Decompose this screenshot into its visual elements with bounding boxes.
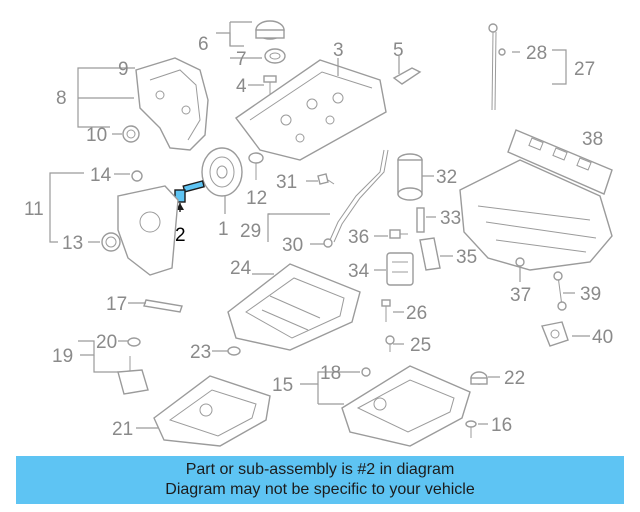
callout-26: 26 <box>406 303 427 324</box>
callout-38: 38 <box>582 129 603 150</box>
bolt-16-part <box>465 420 477 438</box>
callout-5: 5 <box>393 40 404 61</box>
callout-32: 32 <box>436 167 457 188</box>
callout-13: 13 <box>62 233 83 254</box>
callout-20: 20 <box>96 332 117 353</box>
callout-35: 35 <box>456 247 477 268</box>
callout-30: 30 <box>282 235 303 256</box>
washer-23-part <box>227 346 241 356</box>
callout-9: 9 <box>118 59 129 80</box>
callout-10: 10 <box>86 125 107 146</box>
leader-lines <box>49 21 590 429</box>
oil-pan-lower-part <box>153 375 271 447</box>
callout-33: 33 <box>440 208 461 229</box>
callout-labels: 1 2 3 4 5 6 7 8 9 10 11 12 13 14 15 16 1… <box>24 34 613 440</box>
callout-11: 11 <box>24 199 44 220</box>
callout-6: 6 <box>198 34 209 55</box>
timing-cover-upper-part <box>135 57 209 151</box>
sensor-39-part <box>553 271 567 311</box>
banner-line-1: Part or sub-assembly is #2 in diagram <box>185 461 455 478</box>
callout-37: 37 <box>510 285 531 306</box>
callout-14: 14 <box>90 165 112 186</box>
callout-31: 31 <box>276 172 297 193</box>
callout-4: 4 <box>236 76 247 97</box>
callout-18: 18 <box>320 363 341 384</box>
callout-36: 36 <box>348 227 369 248</box>
callout-27: 27 <box>574 59 595 80</box>
gasket-35-part <box>419 237 441 271</box>
oil-baffle-part <box>227 263 361 351</box>
intake-manifold-part <box>459 159 613 271</box>
sensor-40-part <box>541 321 569 347</box>
callout-16: 16 <box>491 415 512 436</box>
callout-7: 7 <box>236 49 247 70</box>
bracket-5-part <box>392 67 422 85</box>
callout-34: 34 <box>348 261 370 282</box>
housing-34-part <box>386 252 414 286</box>
bolt-2-part <box>174 180 205 212</box>
bolts-26-25-part <box>381 299 395 352</box>
callout-21: 21 <box>112 419 133 440</box>
callout-8: 8 <box>56 88 67 109</box>
callout-23: 23 <box>190 342 211 363</box>
callout-19: 19 <box>52 346 73 367</box>
cap-part <box>255 20 286 64</box>
oil-pan-upper-part <box>341 365 471 447</box>
callout-12: 12 <box>246 188 267 209</box>
seal-10-part <box>122 125 140 143</box>
callout-22: 22 <box>504 368 525 389</box>
callout-40: 40 <box>592 327 613 348</box>
intake-gasket-part <box>507 129 613 195</box>
callout-17: 17 <box>106 294 127 315</box>
sensor-33-part <box>416 207 425 233</box>
callout-3: 3 <box>333 40 344 61</box>
callout-25: 25 <box>410 335 431 356</box>
bolt-31-part <box>317 173 335 185</box>
timing-cover-lower-part <box>101 170 179 276</box>
engine-parts-diagram: 1 2 3 4 5 6 7 8 9 10 11 12 13 14 15 16 1… <box>24 20 613 447</box>
callout-1: 1 <box>218 219 229 240</box>
valve-cover-part <box>235 59 387 161</box>
oil-filter-part <box>397 153 423 201</box>
oil-sensor-part <box>117 337 149 395</box>
banner-line-2: Diagram may not be specific to your vehi… <box>165 481 475 498</box>
callout-28: 28 <box>526 43 547 64</box>
pulley-1-part <box>201 147 243 197</box>
callout-2: 2 <box>175 225 186 246</box>
dipstick-tube-part <box>323 149 389 248</box>
dipstick-part <box>488 23 506 111</box>
callout-29: 29 <box>240 221 261 242</box>
bolt-36-part <box>389 229 408 239</box>
bolt-4-part <box>263 75 277 96</box>
callout-24: 24 <box>230 258 252 279</box>
plug-22-part <box>470 371 488 385</box>
bolt-12-part <box>248 152 264 180</box>
callout-15: 15 <box>272 375 293 396</box>
callout-39: 39 <box>580 284 601 305</box>
info-banner: Part or sub-assembly is #2 in diagram Di… <box>16 456 624 504</box>
pipe-17-part <box>143 299 183 313</box>
